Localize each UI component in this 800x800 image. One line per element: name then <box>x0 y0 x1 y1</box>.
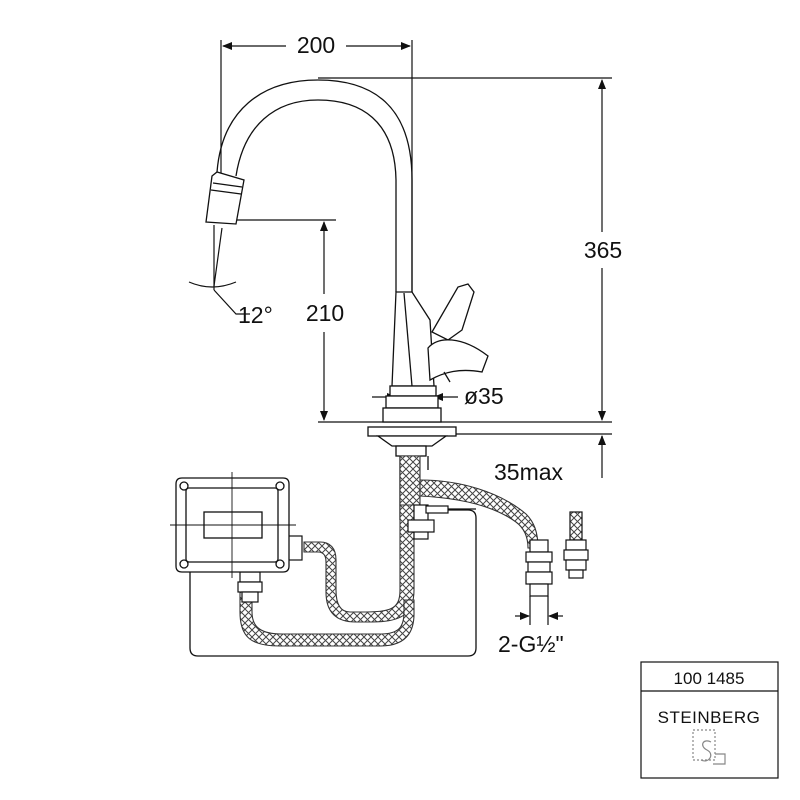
mounting-plate <box>367 426 457 437</box>
spout <box>216 79 413 292</box>
control-box <box>170 472 477 657</box>
cable <box>189 509 477 657</box>
faucet <box>205 79 489 520</box>
width-dimension-label: 200 <box>297 32 335 58</box>
hose-lower <box>239 589 415 647</box>
brand-name: STEINBERG <box>658 708 761 727</box>
dimension-lines <box>188 40 612 625</box>
hoses <box>239 455 539 647</box>
spout-height-label: 210 <box>306 300 344 326</box>
spray-head <box>205 171 245 225</box>
title-block: 100 1485 STEINBERG <box>640 661 779 779</box>
lever-handle <box>431 283 475 341</box>
hose-loop <box>303 504 415 623</box>
max-thickness-label: 35max <box>494 459 564 485</box>
spare-connector <box>563 511 589 579</box>
faucet-body <box>391 291 435 387</box>
connection-label: 2-G½" <box>498 631 564 657</box>
hose-main <box>399 455 421 506</box>
hose-right <box>419 479 539 549</box>
diameter-label: ø35 <box>464 383 504 409</box>
brand-logo-icon <box>692 729 726 765</box>
height-dimension-label: 365 <box>584 237 622 263</box>
angle-label: 12° <box>238 302 273 328</box>
product-code: 100 1485 <box>674 669 745 688</box>
